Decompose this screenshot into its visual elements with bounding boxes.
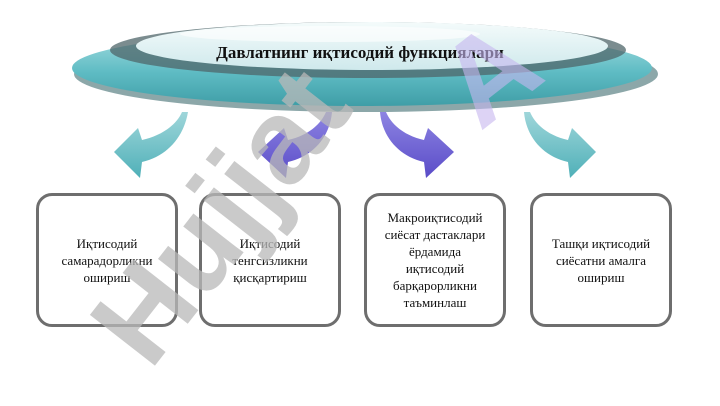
box-3-label: Макроиқтисодий сиёсат дастаклари ёрдамид…	[384, 210, 486, 310]
diagram-title: Давлатнинг иқтисодий функциялари	[216, 43, 504, 62]
box-foreign-policy: Ташқи иқтисодий сиёсатни амалга ошириш	[530, 193, 672, 327]
arrow-1-icon	[114, 112, 188, 178]
box-economic-efficiency: Иқтисодий самарадорликни ошириш	[36, 193, 178, 327]
box-1-label: Иқтисодий самарадорликни ошириш	[61, 235, 153, 285]
box-4-label: Ташқи иқтисодий сиёсатни амалга ошириш	[551, 235, 651, 285]
box-reduce-inequality: Иқтисодий тенгсизликни қисқартириш	[199, 193, 341, 327]
box-macro-stability: Макроиқтисодий сиёсат дастаклари ёрдамид…	[364, 193, 506, 327]
arrow-4-icon	[524, 112, 596, 178]
title-ellipse	[72, 22, 658, 112]
arrow-2-icon	[258, 112, 332, 178]
arrow-3-icon	[380, 112, 454, 178]
box-2-label: Иқтисодий тенгсизликни қисқартириш	[232, 235, 308, 285]
